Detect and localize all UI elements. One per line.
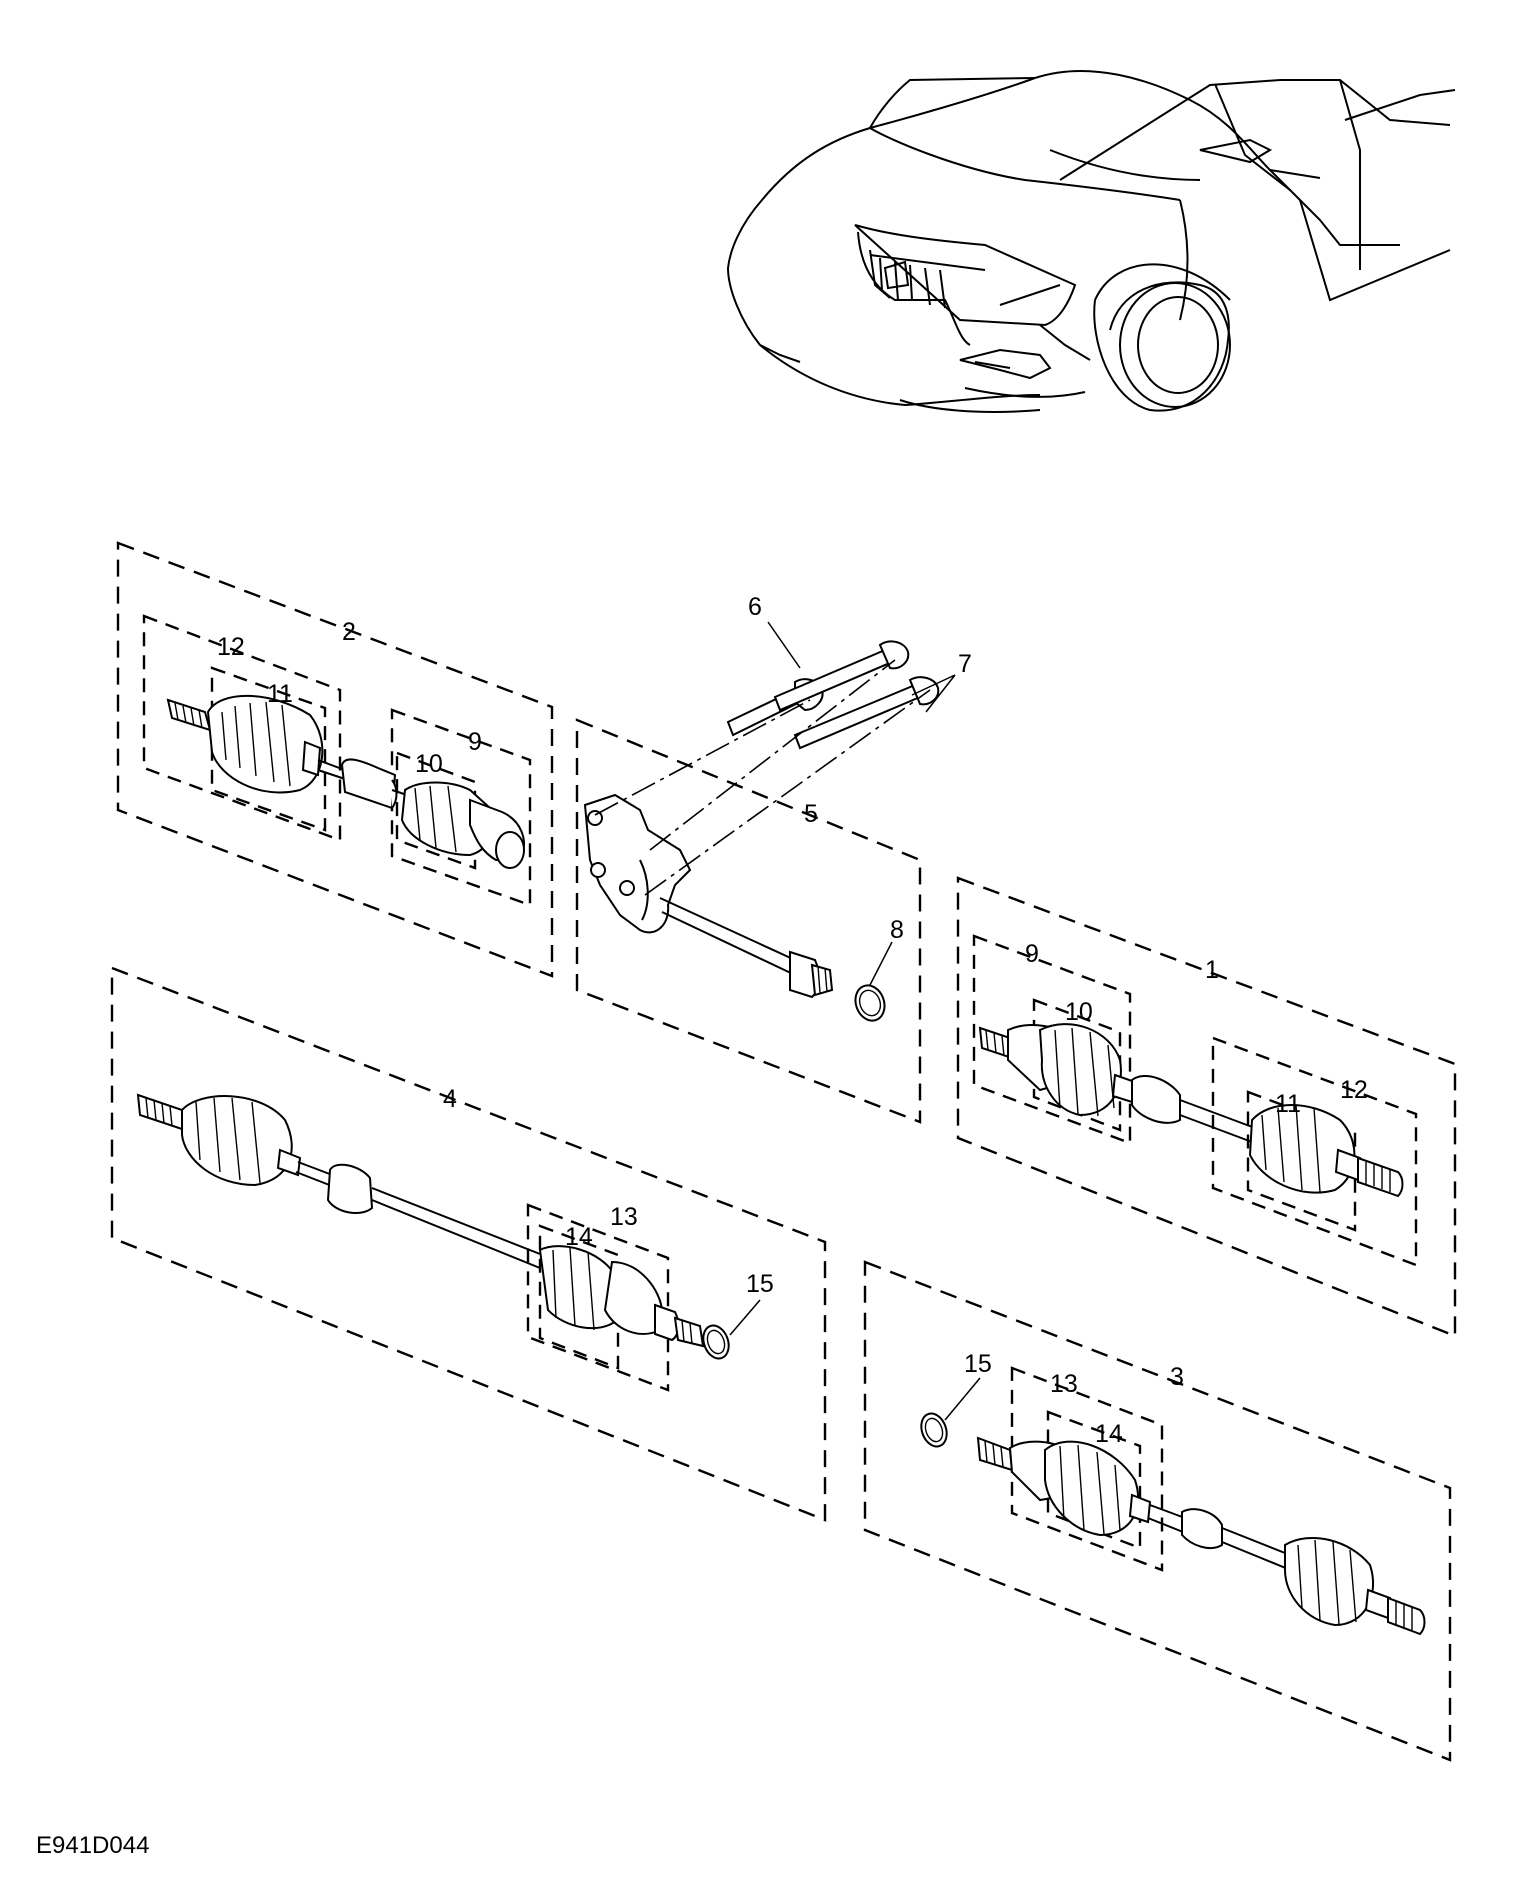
callout-labels: 1 2 3 4 5 6 7 8 9 9 10 10 11 11 12 12 13…	[217, 593, 1368, 1448]
drive-shaft-assembly-2	[166, 694, 525, 869]
callout-4: 4	[443, 1085, 457, 1113]
callout-13-assembly-4: 13	[610, 1203, 638, 1231]
figure-code: E941D044	[36, 1832, 150, 1859]
callout-3: 3	[1170, 1363, 1184, 1391]
callout-12-assembly-1: 12	[1340, 1076, 1368, 1104]
callout-9-assembly-2: 9	[468, 728, 482, 756]
assembly-2-outline	[116, 541, 554, 978]
callout-15-assembly-3: 15	[964, 1350, 992, 1378]
callout-2: 2	[342, 618, 356, 646]
assembly-4-outline	[110, 966, 827, 1522]
callout-11-assembly-2: 11	[267, 680, 293, 708]
vehicle-locator-illustration	[726, 70, 1456, 413]
drive-shaft-assembly-4	[136, 1093, 730, 1360]
callout-9-assembly-1: 9	[1025, 940, 1039, 968]
callout-13-assembly-3: 13	[1050, 1370, 1078, 1398]
drive-shaft-assembly-3	[920, 1412, 1426, 1636]
callout-12-assembly-2: 12	[217, 633, 245, 661]
assembly-5-outline	[575, 718, 922, 1124]
callout-14-assembly-4: 14	[565, 1223, 593, 1251]
drive-shaft-assembly-1	[978, 1023, 1404, 1198]
callout-10-assembly-1: 10	[1065, 998, 1093, 1026]
intermediate-shaft-and-bracket	[583, 793, 886, 1022]
callout-15-assembly-4: 15	[746, 1270, 774, 1298]
callout-10-assembly-2: 10	[415, 750, 443, 778]
bolts-6-7	[594, 640, 940, 896]
callout-11-assembly-1: 11	[1275, 1090, 1301, 1118]
assembly-3-outline	[863, 1260, 1452, 1762]
callout-7: 7	[958, 650, 972, 678]
leader-lines	[729, 621, 981, 1421]
callout-14-assembly-3: 14	[1095, 1420, 1123, 1448]
callout-6: 6	[748, 593, 762, 621]
callout-5: 5	[804, 800, 818, 828]
callout-1: 1	[1205, 956, 1219, 984]
callout-8: 8	[890, 916, 904, 944]
